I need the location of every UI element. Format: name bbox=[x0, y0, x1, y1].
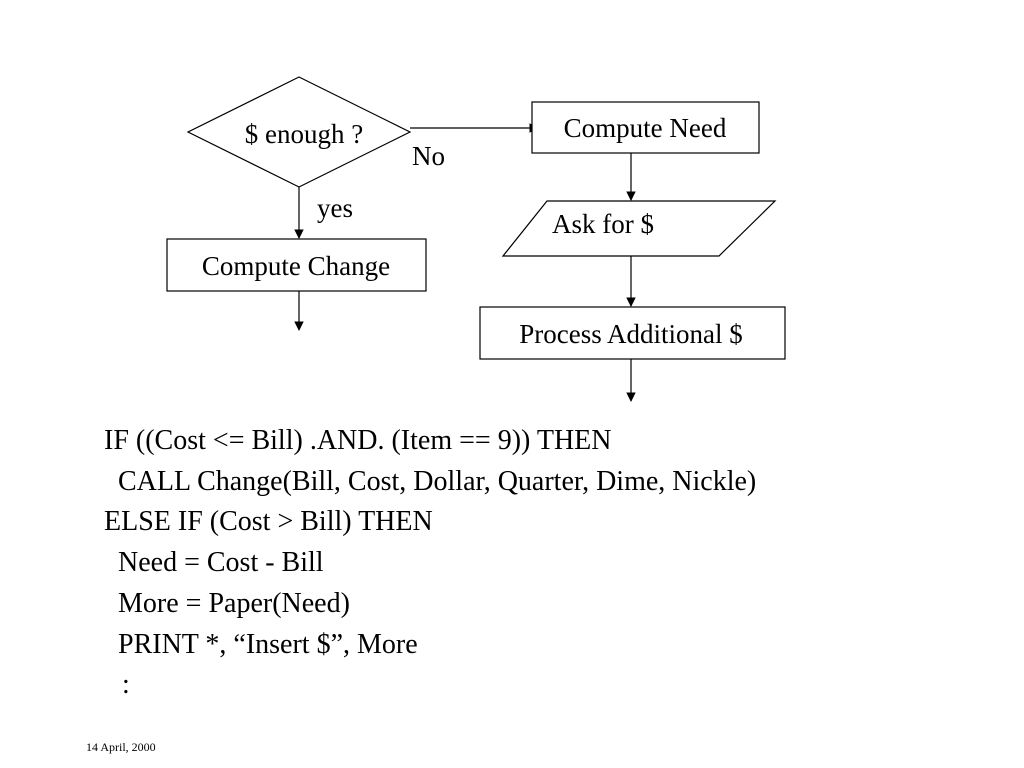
compute-change-label: Compute Change bbox=[202, 251, 390, 281]
process-additional-label: Process Additional $ bbox=[519, 319, 743, 349]
flowchart: $ enough ? No Compute Need Ask for $ Pro… bbox=[166, 76, 786, 402]
compute-need-node: Compute Need bbox=[531, 101, 760, 154]
ask-for-money-label: Ask for $ bbox=[552, 209, 654, 239]
code-line: ELSE IF (Cost > Bill) THEN bbox=[104, 506, 433, 538]
code-line: IF ((Cost <= Bill) .AND. (Item == 9)) TH… bbox=[104, 425, 612, 456]
decision-label: $ enough ? bbox=[245, 119, 363, 149]
decision-node: $ enough ? bbox=[186, 76, 412, 188]
ask-for-money-shape bbox=[501, 200, 777, 257]
process-additional-node: Process Additional $ bbox=[479, 306, 786, 360]
compute-need-label: Compute Need bbox=[564, 113, 727, 143]
no-branch-label: No bbox=[412, 141, 445, 171]
footer-date: 14 April, 2000 bbox=[86, 740, 156, 754]
code-line: More = Paper(Need) bbox=[118, 587, 350, 619]
code-line: Need = Cost - Bill bbox=[118, 547, 324, 579]
compute-change-box bbox=[166, 238, 427, 292]
code-line: PRINT *, “Insert $”, More bbox=[118, 628, 418, 660]
yes-branch-label: yes bbox=[317, 193, 353, 223]
compute-change-node: Compute Change bbox=[166, 238, 427, 292]
compute-need-box bbox=[531, 101, 760, 154]
code-line: : bbox=[122, 669, 130, 701]
code-line: CALL Change(Bill, Cost, Dollar, Quarter,… bbox=[118, 465, 757, 497]
pseudocode-block: IF ((Cost <= Bill) .AND. (Item == 9)) TH… bbox=[104, 421, 756, 706]
process-additional-box bbox=[479, 306, 786, 360]
ask-for-money-node: Ask for $ bbox=[501, 200, 777, 257]
